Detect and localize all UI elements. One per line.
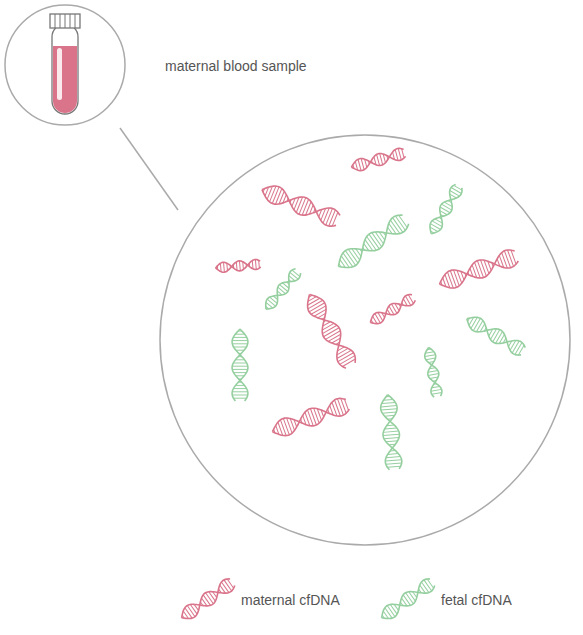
dna-helix bbox=[378, 577, 437, 624]
dna-helix bbox=[215, 259, 261, 273]
dna-helix bbox=[423, 346, 442, 397]
dna-helix bbox=[426, 183, 464, 237]
dna-helix bbox=[368, 293, 417, 327]
dna-helix bbox=[259, 181, 342, 228]
dna-helix bbox=[380, 394, 403, 470]
legend-text: fetal cfDNA bbox=[441, 592, 512, 608]
dna-helix bbox=[178, 577, 237, 624]
dna-swatch bbox=[375, 570, 439, 630]
dna-helix bbox=[262, 267, 303, 312]
leader-line bbox=[120, 128, 178, 210]
dna-helix bbox=[269, 396, 350, 440]
dna-helix bbox=[463, 313, 526, 358]
dna-swatch bbox=[175, 570, 239, 630]
dna-helix bbox=[333, 212, 411, 274]
sample-circle bbox=[5, 5, 125, 125]
plasma-circle bbox=[160, 135, 570, 545]
sample-label: maternal blood sample bbox=[165, 58, 307, 75]
dna-helix bbox=[350, 147, 406, 173]
dna-helix bbox=[232, 329, 248, 401]
dna-helix bbox=[302, 290, 359, 370]
legend-text: maternal cfDNA bbox=[241, 592, 340, 608]
blood-tube bbox=[50, 14, 80, 114]
dna-helix bbox=[436, 248, 519, 293]
